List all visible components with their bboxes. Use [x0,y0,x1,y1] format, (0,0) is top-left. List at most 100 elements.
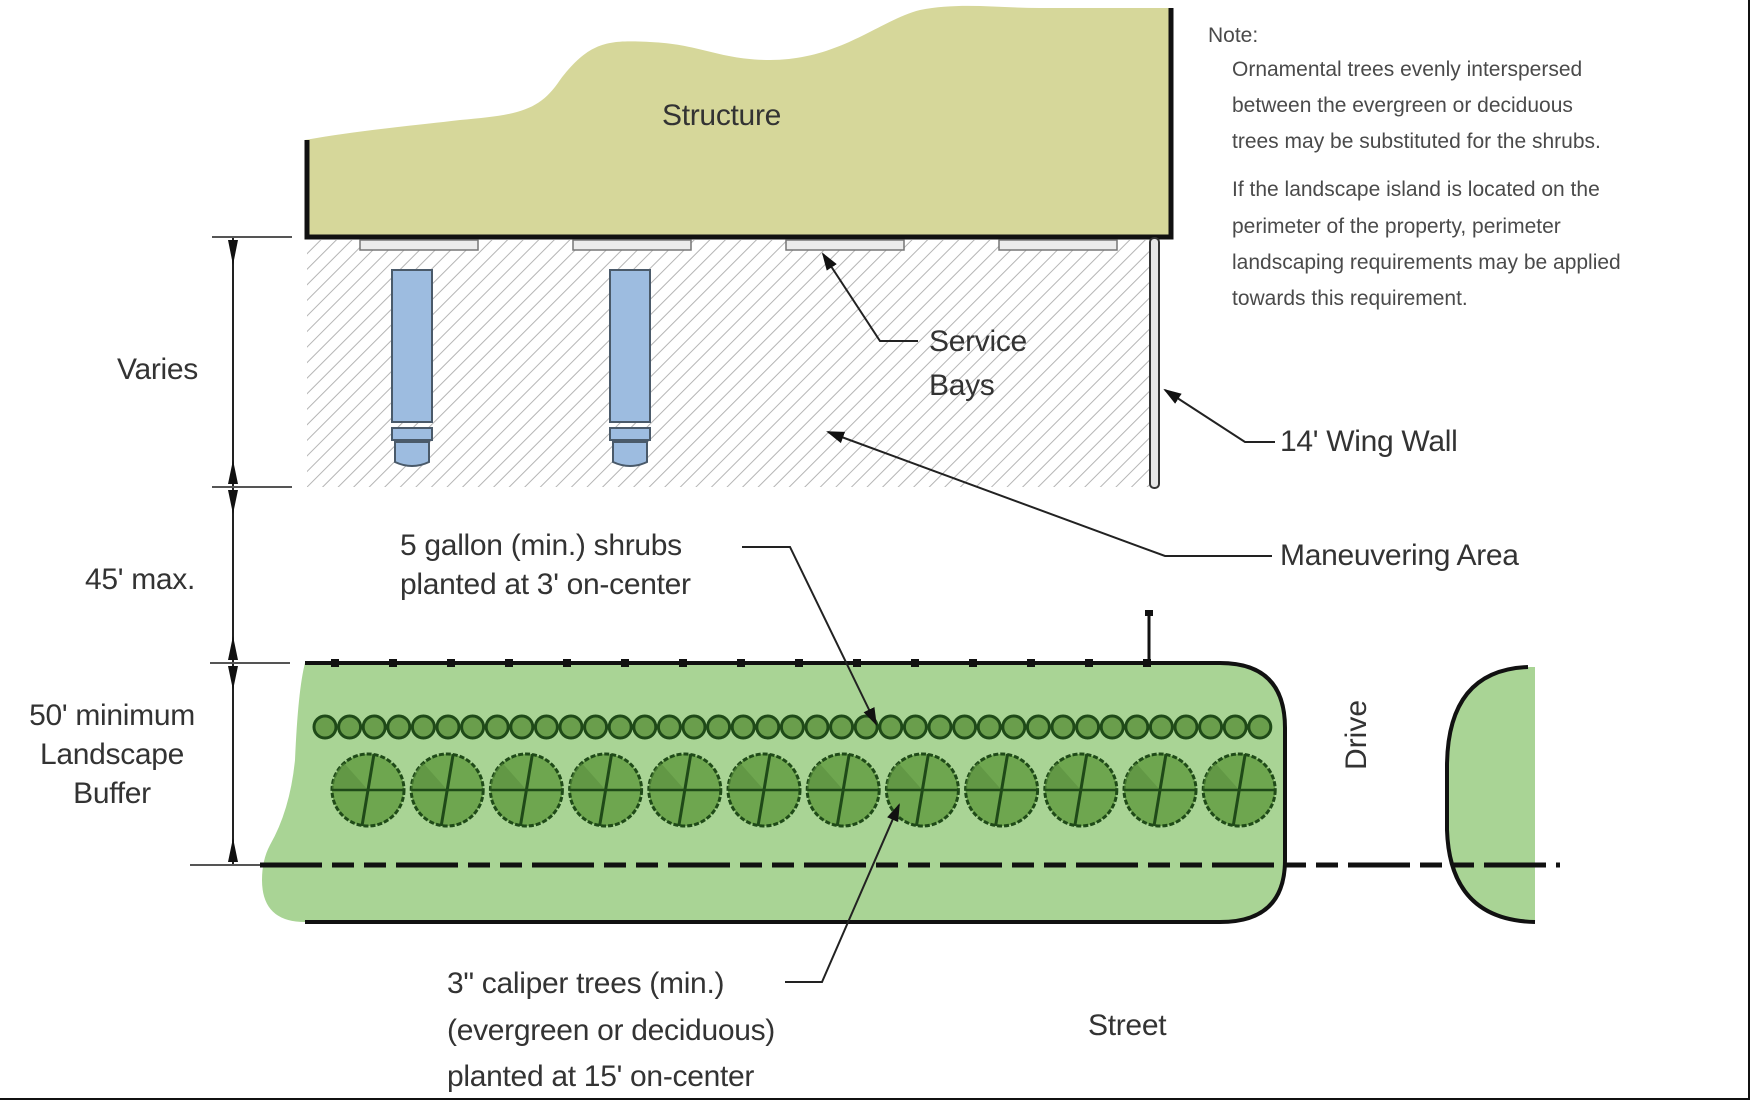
tree [1201,752,1277,828]
service-bay-door [572,239,692,251]
buffer-label: 50' minimum Landscape Buffer [12,696,212,813]
structure-outline [304,8,1174,240]
note-p1-line: trees may be substituted for the shrubs. [1232,130,1601,154]
service-bays-leader [821,252,918,342]
shrub [1050,714,1076,740]
varies-label: Varies [117,353,199,386]
shrub [533,714,559,740]
shrub [1124,714,1150,740]
shrub-row [312,714,1273,740]
shrub [484,714,510,740]
trees-label-line3: planted at 15' on-center [447,1060,755,1093]
tree [488,752,564,828]
tree [726,752,802,828]
structure-label: Structure [662,99,782,132]
shrub [1198,714,1224,740]
shrubs-label-line2: planted at 3' on-center [400,568,691,601]
maneuvering-area-hatch [307,240,1150,487]
tree [884,752,960,828]
trees-label-line1: 3" caliper trees (min.) [447,967,725,1000]
note-paragraph-2: If the landscape island is located on th… [1232,172,1748,316]
shrub [386,714,412,740]
shrub [460,714,486,740]
shrubs-label: 5 gallon (min.) shrubs planted at 3' on-… [400,526,691,604]
fence-post [447,659,455,667]
shrub [1025,714,1051,740]
maneuvering-leader [826,431,1272,557]
wing-wall-leader [1163,388,1275,443]
tree [1122,752,1198,828]
shrubs-label-line1: 5 gallon (min.) shrubs [400,529,682,562]
buffer-curb-outline [305,661,1287,924]
shrub [804,714,830,740]
tree [964,752,1040,828]
leader-lines [742,252,1275,983]
shrubs-leader [742,546,877,726]
shrub [632,714,658,740]
fence-post [795,659,803,667]
shrub [902,714,928,740]
tree [805,752,881,828]
fence-post [1143,659,1151,667]
fence-posts [331,659,1151,667]
shrub [976,714,1002,740]
fence-post [331,659,339,667]
tree-row [330,752,1277,828]
fence-post [853,659,861,667]
note-heading: Note: [1208,24,1259,47]
buffer-label-line1: 50' minimum [29,699,195,732]
trees-leader [785,803,900,983]
shrub [730,714,756,740]
shrub [1173,714,1199,740]
fence-post [621,659,629,667]
shrub [829,714,855,740]
service-bays-label-line2: Bays [929,369,995,402]
vehicle-lift [609,269,651,467]
tree [1043,752,1119,828]
service-bay-doors [359,239,1118,251]
shrub [1099,714,1125,740]
note-p1-line: between the evergreen or deciduous [1232,94,1573,118]
dimension-lines [190,236,292,866]
note-p1-line: Ornamental trees evenly interspersed [1232,58,1583,82]
vehicle-lifts [391,269,651,467]
shrub [361,714,387,740]
shrub [509,714,535,740]
note-p2-line: towards this requirement. [1232,286,1468,310]
service-bay-door [785,239,905,251]
shrub [1247,714,1273,740]
fence-post [1027,659,1035,667]
wing-wall [1149,237,1160,489]
fence-post [911,659,919,667]
shrub [1148,714,1174,740]
buffer-label-line3: Buffer [73,777,151,810]
shrub [927,714,953,740]
tree [568,752,644,828]
tree [330,752,406,828]
wing-wall-tie [1145,610,1153,663]
note-p2-line: perimeter of the property, perimeter [1232,214,1561,238]
shrub [435,714,461,740]
note-p2-line: If the landscape island is located on th… [1232,178,1600,202]
shrub [337,714,363,740]
service-bay-door [359,239,479,251]
note-paragraph-1: Ornamental trees evenly interspersed bet… [1232,52,1748,160]
tree [647,752,723,828]
shrub [706,714,732,740]
street-label: Street [1088,1009,1167,1042]
shrub [410,714,436,740]
note-p2-line: landscaping requirements may be applied [1232,250,1621,274]
max-45-label: 45' max. [85,563,196,596]
tree [409,752,485,828]
buffer-label-line2: Landscape [39,738,185,771]
vehicle-lift [391,269,433,467]
service-bay-door [998,239,1118,251]
shrub [878,714,904,740]
structure-building [305,5,1173,238]
shrub [558,714,584,740]
fence-post [505,659,513,667]
shrub [1222,714,1248,740]
shrub [1075,714,1101,740]
shrub [755,714,781,740]
